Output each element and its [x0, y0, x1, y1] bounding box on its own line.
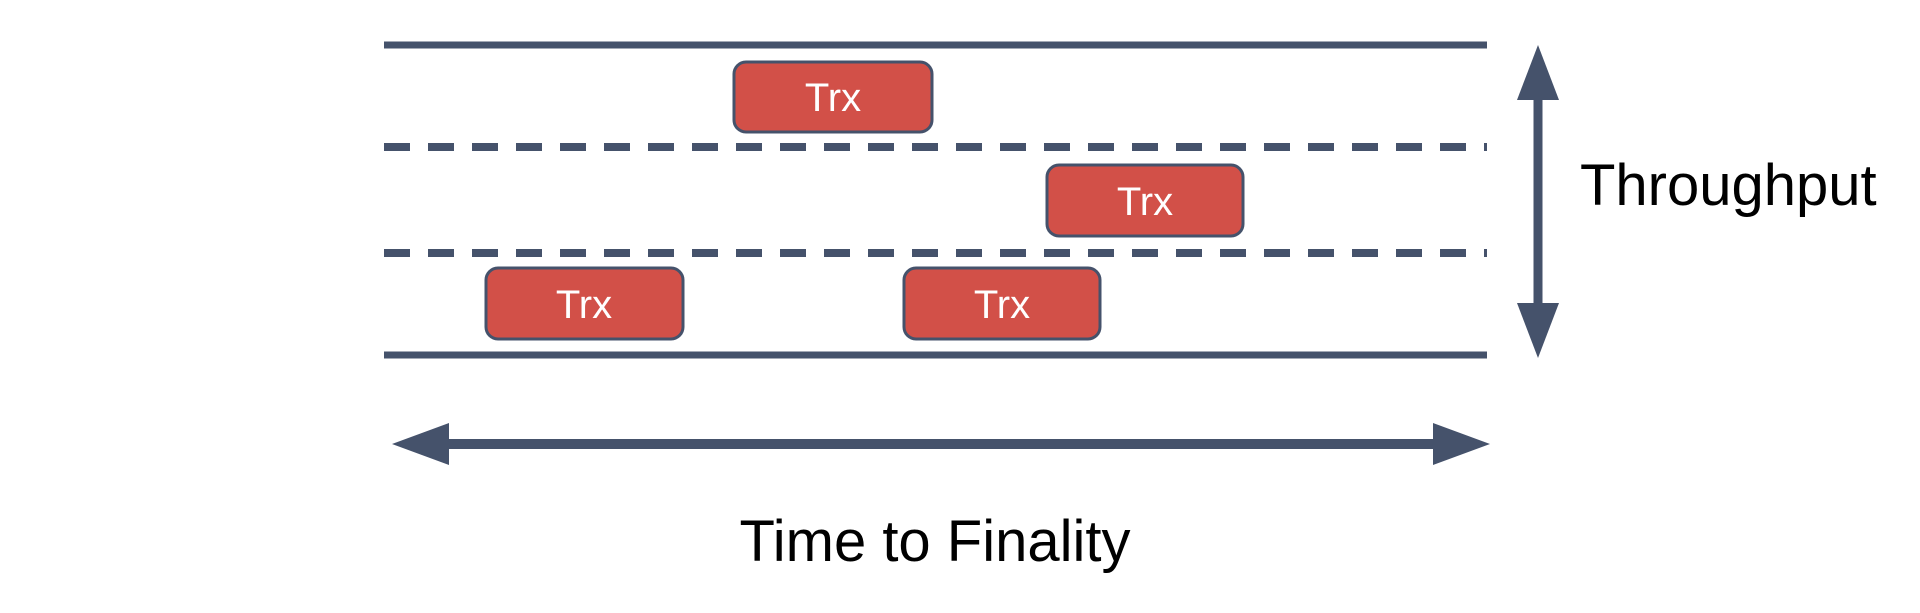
time-to-finality-arrow	[392, 423, 1490, 465]
arrow-left-head-icon	[392, 423, 449, 465]
trx-box-shape	[732, 60, 934, 134]
trx-box-shape	[1045, 163, 1245, 238]
trx-box-bottom-left: Trx	[484, 266, 685, 341]
arrow-right-head-icon	[1433, 423, 1490, 465]
trx-box-label: Trx	[805, 76, 861, 120]
trx-box-top: Trx	[732, 60, 934, 134]
time-to-finality-label: Time to Finality	[739, 509, 1130, 574]
trx-box-bottom-right: Trx	[902, 266, 1102, 341]
throughput-arrow	[1517, 45, 1559, 358]
trx-box-label: Trx	[556, 283, 612, 327]
arrow-up-head-icon	[1517, 45, 1559, 100]
throughput-label: Throughput	[1580, 153, 1877, 218]
arrow-down-head-icon	[1517, 303, 1559, 358]
trx-box-shape	[902, 266, 1102, 341]
trx-box-shape	[484, 266, 685, 341]
trx-box-label: Trx	[1117, 180, 1173, 224]
trx-box-label: Trx	[974, 283, 1030, 327]
trx-box-middle: Trx	[1045, 163, 1245, 238]
